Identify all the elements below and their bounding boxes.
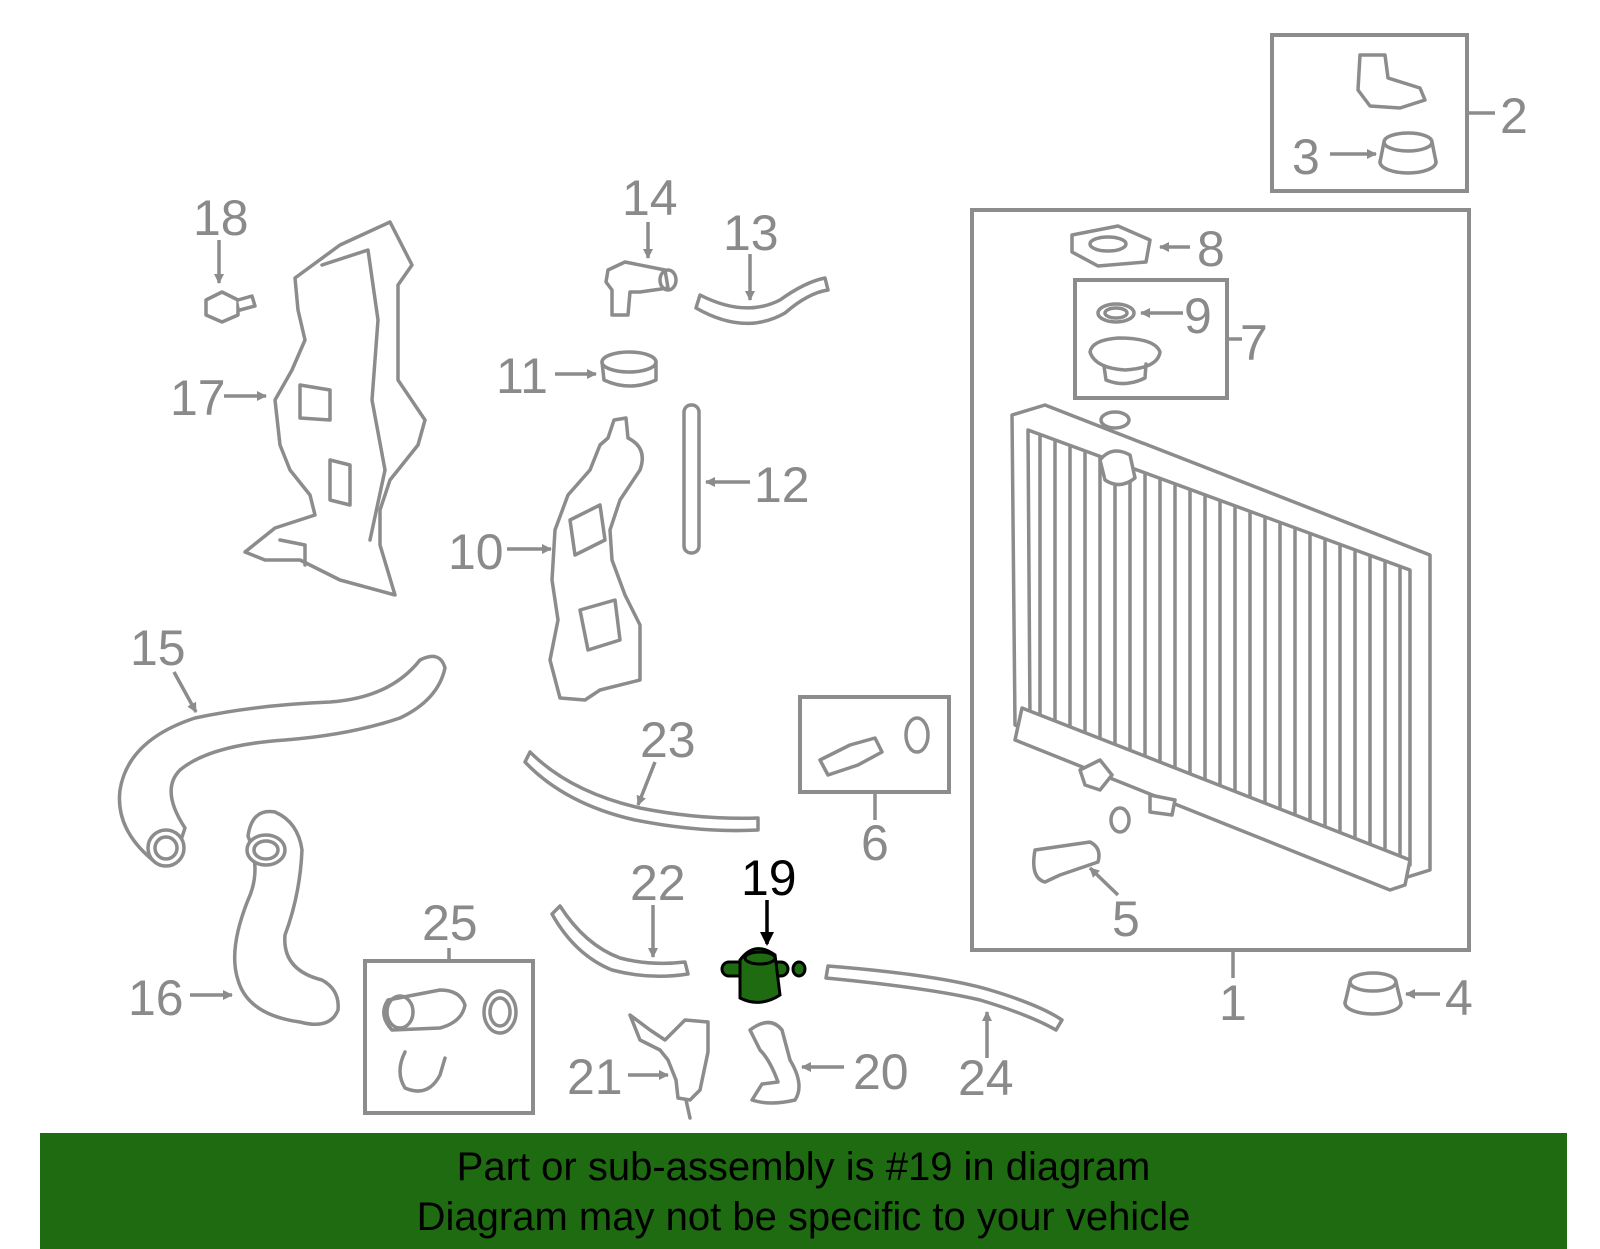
- seal-part-9: [1096, 302, 1136, 324]
- callout-24: 24: [958, 1050, 1014, 1106]
- callout-18: 18: [193, 190, 249, 246]
- banner-line-2: Diagram may not be specific to your vehi…: [416, 1195, 1191, 1239]
- callout-16: 16: [128, 970, 184, 1026]
- cushion-part-3: [1378, 131, 1438, 175]
- tube-part-12: [682, 403, 701, 555]
- highlighted-fitting-part-19: [720, 947, 807, 1004]
- callout-19: 19: [741, 850, 797, 906]
- callout-23: 23: [640, 712, 696, 768]
- fitting-part-6: [818, 716, 930, 777]
- callout-2: 2: [1500, 88, 1528, 144]
- air-guide-part-17: [243, 220, 427, 597]
- hose-part-23: [523, 750, 760, 833]
- callout-17: 17: [170, 370, 226, 426]
- info-banner: Part or sub-assembly is #19 in diagram D…: [40, 1133, 1567, 1249]
- upper-hose-part-15: [117, 654, 447, 868]
- radiator-plate-part-8: [1070, 224, 1152, 268]
- callout-20: 20: [853, 1044, 909, 1100]
- thermostat-kit-box-25: [363, 959, 535, 1115]
- radiator-core-part-1: [1010, 403, 1432, 892]
- drain-plug-part-5: [1032, 806, 1131, 884]
- callout-4: 4: [1445, 970, 1473, 1026]
- radiator-cap-part-7: [1088, 336, 1162, 386]
- bracket-part-2: [1356, 53, 1427, 110]
- callout-15: 15: [130, 620, 186, 676]
- callout-6: 6: [861, 815, 889, 871]
- bolt-part-18: [204, 290, 257, 324]
- thermostat-part-25: [382, 988, 518, 1093]
- hose-part-22: [550, 904, 690, 978]
- bracket-part-21: [628, 1013, 710, 1120]
- lower-hose-part-16: [232, 809, 340, 1026]
- banner-line-1: Part or sub-assembly is #19 in diagram: [456, 1145, 1151, 1189]
- callout-5: 5: [1112, 891, 1140, 947]
- cushion-part-4: [1343, 971, 1403, 1016]
- callout-13: 13: [723, 205, 779, 261]
- callout-3: 3: [1292, 129, 1320, 185]
- callout-21: 21: [567, 1049, 623, 1105]
- callout-1: 1: [1219, 975, 1247, 1031]
- elbow-fitting-part-14: [604, 260, 678, 317]
- callout-14: 14: [622, 170, 678, 226]
- reservoir-tank-part-10: [548, 416, 644, 702]
- radiator-assembly-box: [970, 208, 1471, 952]
- callout-25: 25: [422, 895, 478, 951]
- hose-part-13: [694, 276, 830, 325]
- reservoir-cap-part-11: [600, 350, 658, 388]
- callout-22: 22: [630, 855, 686, 911]
- kit-box-2: [1270, 33, 1469, 193]
- callout-11: 11: [496, 348, 548, 404]
- callout-7: 7: [1240, 315, 1268, 371]
- callout-12: 12: [754, 457, 810, 513]
- clamp-part-20: [748, 1020, 801, 1105]
- hose-part-24: [824, 964, 1064, 1032]
- callout-8: 8: [1197, 221, 1225, 277]
- callout-9: 9: [1184, 288, 1212, 344]
- callout-10: 10: [448, 524, 504, 580]
